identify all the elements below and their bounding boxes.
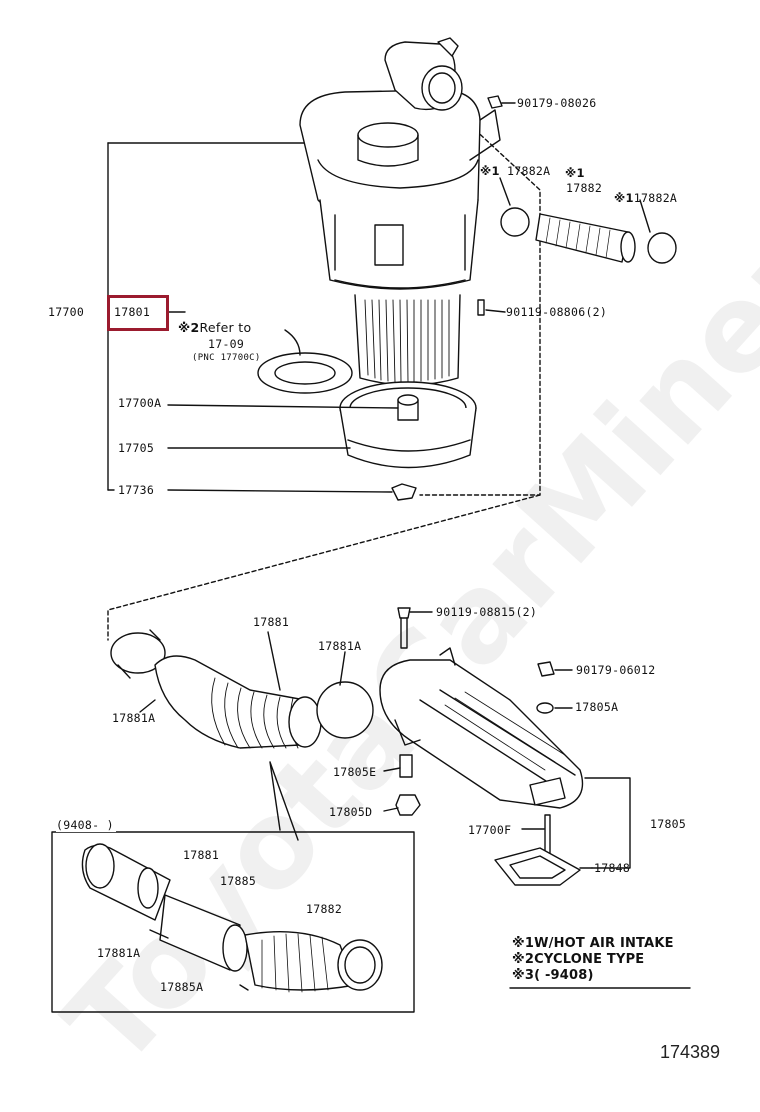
label-17882: 17882 (566, 181, 603, 195)
label-17700A: 17700A (118, 396, 162, 410)
mark-1b-icon: ※1 (614, 191, 634, 205)
mark-2-icon: ※2 (178, 320, 200, 335)
legend-item-1: ※1W/HOT AIR INTAKE (512, 936, 674, 951)
label-17881A-left: 17881A (112, 711, 156, 725)
figure-number: 174389 (660, 1042, 721, 1062)
refer-page: 17-09 (208, 337, 245, 351)
label-17882A-top: ※1 17882A (480, 164, 551, 178)
label-17881-top: 17881 (253, 615, 290, 629)
label-17881A-mid: 17881A (318, 639, 362, 653)
label-17882A-right: ※117882A (614, 191, 678, 205)
label-17736: 17736 (118, 483, 155, 497)
label-90119-08815: 90119-08815(2) (436, 605, 538, 619)
label-90179-06012: 90179-06012 (576, 663, 656, 677)
inset-label-17882: 17882 (306, 902, 343, 916)
highlight-box (107, 295, 169, 331)
label-17801: 17801 (114, 305, 151, 319)
inset-label-17885: 17885 (220, 874, 257, 888)
refer-pnc: (PNC 17700C) (192, 353, 261, 363)
label-17700F: 17700F (468, 823, 512, 837)
label-90119-08806: 90119-08806(2) (506, 305, 608, 319)
label-17705: 17705 (118, 441, 155, 455)
label-17805A: 17805A (575, 700, 619, 714)
inset-label-17881A: 17881A (97, 946, 141, 960)
label-17700: 17700 (48, 305, 85, 319)
label-90179-08026: 90179-08026 (517, 96, 597, 110)
inset-label-17881: 17881 (183, 848, 220, 862)
refer-note: ※2Refer to (178, 320, 252, 335)
mark-1-top-icon: ※1 (565, 166, 585, 180)
label-17848: 17848 (594, 861, 631, 875)
legend-item-3: ※3( -9408) (512, 968, 594, 983)
label-17805E: 17805E (333, 765, 377, 779)
inset-range: (9408- ) (56, 818, 116, 832)
label-17805: 17805 (650, 817, 687, 831)
label-17805D: 17805D (329, 805, 373, 819)
legend-item-2: ※2CYCLONE TYPE (512, 952, 645, 967)
mark-1-icon: ※1 (480, 164, 500, 178)
inset-label-17885A: 17885A (160, 980, 204, 994)
